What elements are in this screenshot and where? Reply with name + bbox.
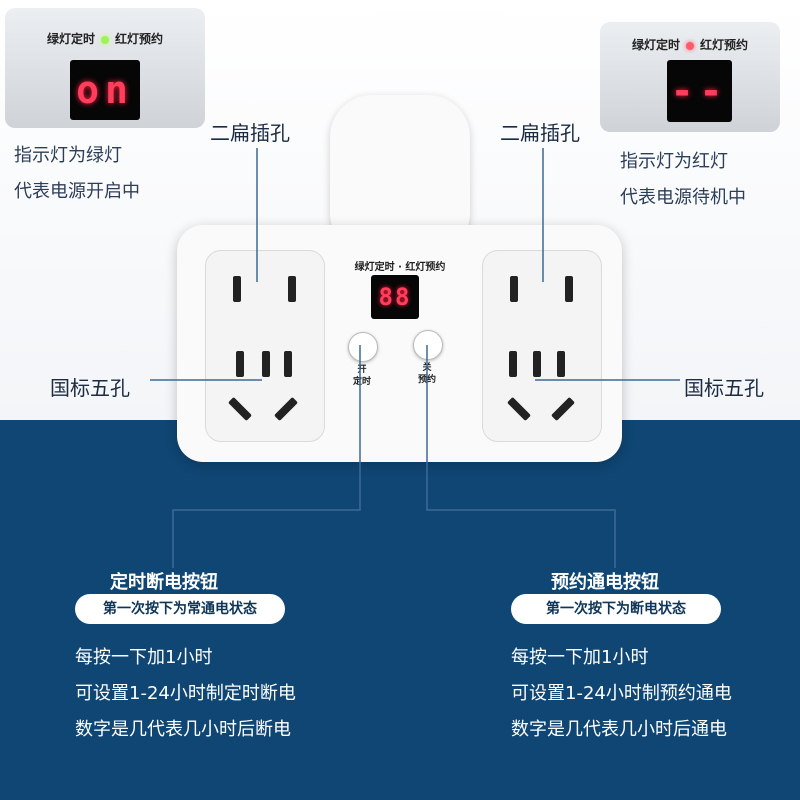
timer-section-pill: 第一次按下为常通电状态 (75, 594, 285, 624)
green-led-icon (101, 35, 109, 44)
callout-line-schedule (426, 345, 616, 568)
device-digit-display: 88 (371, 275, 419, 319)
five-hole-slot (509, 351, 517, 377)
five-hole-slot (262, 351, 270, 377)
two-pin-slot (510, 276, 518, 302)
callout-line-timer (172, 345, 361, 568)
description-line: 可设置1-24小时制预约通电 (511, 683, 732, 704)
caption-line: 指示灯为绿灯 (14, 145, 122, 166)
schedule-section-title: 预约通电按钮 (551, 572, 659, 593)
socket-right (482, 250, 602, 442)
five-hole-slot (533, 351, 541, 377)
description-line: 每按一下加1小时 (75, 647, 213, 668)
digit-display: on (70, 60, 140, 120)
red-schedule-label: 红灯预约 (700, 38, 749, 52)
caption-red: 指示灯为红灯 代表电源待机中 (620, 144, 746, 216)
indicator-labels: 绿灯定时 红灯预约 (5, 30, 205, 47)
socket-left (205, 250, 325, 442)
five-hole-slot (236, 351, 244, 377)
timer-section-description: 每按一下加1小时 可设置1-24小时制定时断电 数字是几代表几小时后断电 (75, 640, 296, 748)
schedule-section-description: 每按一下加1小时 可设置1-24小时制预约通电 数字是几代表几小时后通电 (511, 640, 732, 748)
device-indicator-title: 绿灯定时 · 红灯预约 (354, 262, 446, 273)
caption-line: 代表电源开启中 (14, 181, 140, 202)
description-line: 数字是几代表几小时后通电 (511, 719, 727, 740)
five-hole-slot (284, 351, 292, 377)
caption-line: 指示灯为红灯 (620, 151, 728, 172)
description-line: 可设置1-24小时制定时断电 (75, 683, 296, 704)
two-pin-slot (288, 276, 296, 302)
description-line: 数字是几代表几小时后断电 (75, 719, 291, 740)
green-timer-label: 绿灯定时 (46, 32, 95, 46)
two-pin-slot (565, 276, 573, 302)
description-line: 每按一下加1小时 (511, 647, 649, 668)
schedule-section-pill: 第一次按下为断电状态 (511, 594, 721, 624)
schedule-on-button[interactable] (413, 330, 443, 360)
timer-off-button[interactable] (348, 332, 378, 362)
label-two-pin-left: 二扁插孔 (210, 121, 290, 145)
inset-photo-standby: 绿灯定时 红灯预约 -- (600, 22, 780, 132)
inset-photo-on: 绿灯定时 红灯预约 on (5, 8, 205, 128)
label-two-pin-right: 二扁插孔 (500, 121, 580, 145)
caption-line: 代表电源待机中 (620, 187, 746, 208)
five-hole-slot (557, 351, 565, 377)
green-timer-label: 绿灯定时 (631, 38, 680, 52)
red-led-icon (686, 41, 694, 50)
digit-display: -- (667, 60, 732, 122)
timer-section-title: 定时断电按钮 (110, 572, 218, 593)
caption-green: 指示灯为绿灯 代表电源开启中 (14, 138, 140, 210)
label-five-hole-left: 国标五孔 (50, 376, 130, 400)
timer-button-label: 开 定时 (352, 365, 371, 387)
two-pin-slot (233, 276, 241, 302)
red-schedule-label: 红灯预约 (115, 32, 164, 46)
indicator-labels: 绿灯定时 红灯预约 (600, 36, 780, 53)
label-five-hole-right: 国标五孔 (684, 376, 764, 400)
